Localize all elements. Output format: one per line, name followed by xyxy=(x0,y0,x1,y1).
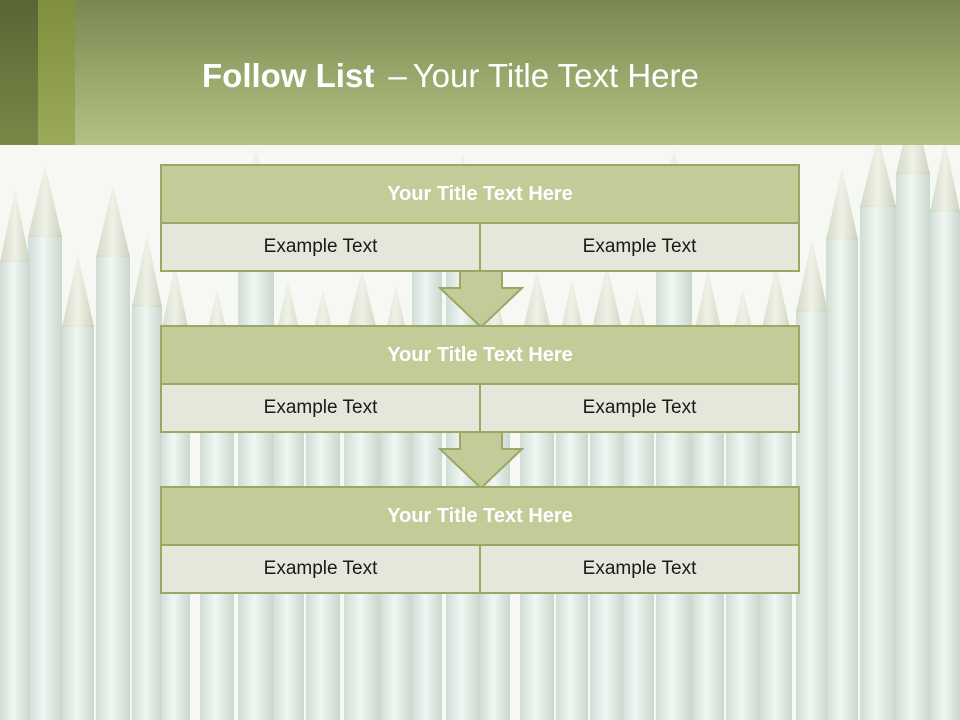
pencil xyxy=(796,240,828,720)
panel-title: Your Title Text Here xyxy=(162,488,798,546)
slide-title-bold: Follow List xyxy=(202,57,375,94)
slide-title-dash: – xyxy=(388,57,407,94)
pencil xyxy=(0,190,30,720)
panel-row: Example Text Example Text xyxy=(162,224,798,270)
pencil xyxy=(930,145,960,720)
pencil xyxy=(132,235,162,720)
panel-cell-left: Example Text xyxy=(162,385,479,431)
down-arrow-icon xyxy=(438,432,524,490)
slide-title-rest: Your Title Text Here xyxy=(412,57,699,94)
panel-cell-right: Example Text xyxy=(479,385,798,431)
list-panel-1: Your Title Text Here Example Text Exampl… xyxy=(160,164,800,272)
pencil xyxy=(62,255,94,720)
panel-row: Example Text Example Text xyxy=(162,385,798,431)
pencil xyxy=(96,185,130,720)
panel-cell-right: Example Text xyxy=(479,546,798,592)
panel-cell-right: Example Text xyxy=(479,224,798,270)
slide-header: Follow List–Your Title Text Here xyxy=(0,0,960,145)
panel-row: Example Text Example Text xyxy=(162,546,798,592)
panel-title: Your Title Text Here xyxy=(162,327,798,385)
panel-cell-left: Example Text xyxy=(162,546,479,592)
pencil xyxy=(860,145,896,720)
panel-cell-left: Example Text xyxy=(162,224,479,270)
header-stripe-light xyxy=(38,0,75,145)
panel-title: Your Title Text Here xyxy=(162,166,798,224)
list-panel-3: Your Title Text Here Example Text Exampl… xyxy=(160,486,800,594)
pencil xyxy=(896,145,930,720)
pencil xyxy=(28,165,62,720)
header-stripe-dark xyxy=(0,0,38,145)
pencil xyxy=(238,150,274,720)
pencil xyxy=(826,168,858,720)
slide-title: Follow List–Your Title Text Here xyxy=(202,54,699,98)
list-panel-2: Your Title Text Here Example Text Exampl… xyxy=(160,325,800,433)
down-arrow-icon xyxy=(438,271,524,329)
